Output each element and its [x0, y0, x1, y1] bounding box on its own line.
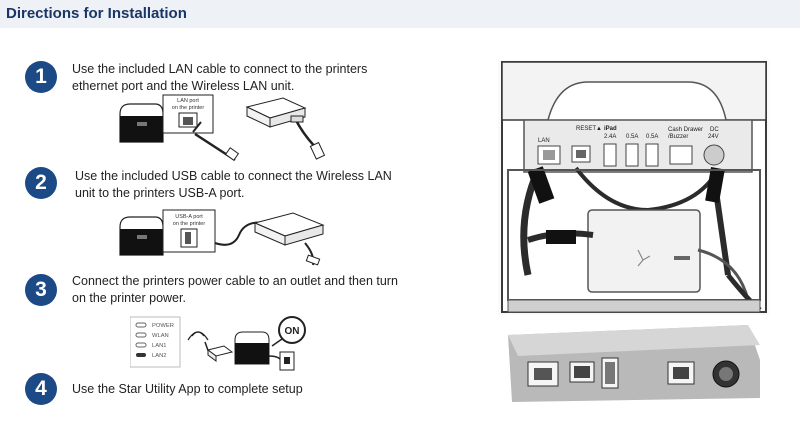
step-4-badge: 4: [25, 373, 57, 405]
step-3-text: Connect the printers power cable to an o…: [72, 274, 398, 305]
led-label-lan1: LAN1: [152, 343, 167, 349]
page-title: Directions for Installation: [6, 5, 187, 22]
buzzer-label: /Buzzer: [668, 134, 688, 140]
wireless-lan-unit-icon: [253, 212, 325, 246]
printer-icon: [234, 331, 270, 365]
lan-port-label: LAN: [538, 138, 550, 144]
dc-voltage-label: 24V: [708, 134, 719, 140]
step-1-badge: 1: [25, 61, 57, 93]
usb2-current-label: 0.5A: [646, 134, 658, 140]
drawer-label: Cash Drawer: [668, 127, 703, 133]
installed-wlan-unit: [587, 209, 701, 293]
reset-label: RESET▲: [576, 126, 602, 132]
step-3-badge: 3: [25, 274, 57, 306]
printer-back-photo: RESET▲ LAN iPad 2.4A 0.5A 0.5A Cash Draw…: [498, 60, 770, 402]
dc-label: DC: [710, 127, 719, 133]
wireless-lan-unit-icon: [206, 345, 234, 362]
lan-callout-line1: LAN port: [177, 98, 199, 104]
step-3-illustration: POWER WLAN LAN1 LAN2 ON: [130, 316, 306, 371]
step-2-illustration: USB-A port on the printer: [119, 209, 325, 266]
power-outlet-icon: [279, 351, 295, 371]
step-1-text: Use the included LAN cable to connect to…: [72, 62, 368, 93]
usb-callout-line1: USB-A port: [175, 214, 203, 220]
wifi-signal-icon: [187, 331, 209, 341]
ipad-current-label: 2.4A: [604, 134, 616, 140]
led-label-power: POWER: [152, 323, 174, 329]
led-status-panel: POWER WLAN LAN1 LAN2: [130, 316, 181, 368]
usb1-current-label: 0.5A: [626, 134, 638, 140]
led-label-wlan: WLAN: [152, 333, 169, 339]
step-2-text: Use the included USB cable to connect th…: [75, 169, 392, 200]
step-2-badge: 2: [25, 167, 57, 199]
header-bar: Directions for Installation: [0, 0, 800, 28]
printer-icon: [119, 103, 164, 143]
bottom-port-panel-photo: [508, 325, 760, 402]
lan-callout-line2: on the printer: [172, 105, 205, 111]
wireless-lan-unit-icon: [245, 97, 307, 128]
step-1-illustration: LAN port on the printer: [119, 94, 326, 162]
ipad-port-label: iPad: [604, 126, 617, 132]
led-label-lan2: LAN2: [152, 353, 167, 359]
printer-icon: [119, 216, 164, 256]
power-on-label: ON: [285, 326, 300, 337]
usb-callout-line2: on the printer: [173, 221, 206, 227]
power-on-callout: ON: [271, 316, 306, 347]
step-4-text: Use the Star Utility App to complete set…: [72, 382, 303, 396]
